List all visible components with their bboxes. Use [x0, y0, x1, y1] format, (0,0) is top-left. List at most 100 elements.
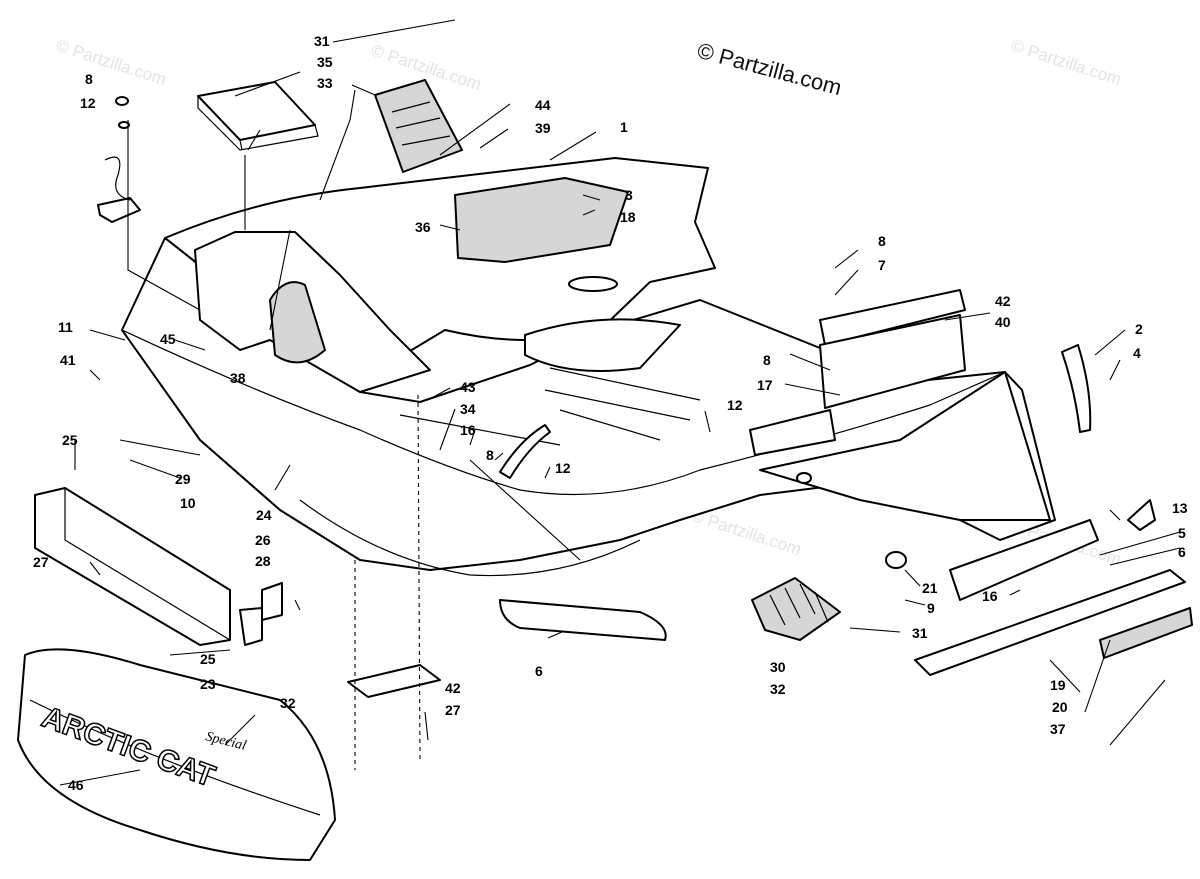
nose-cone: [17, 648, 336, 861]
oval-opening: [568, 276, 618, 292]
nose-cone-seam: [29, 699, 321, 816]
callout-5: 5: [1178, 525, 1186, 541]
callout-11: 11: [58, 319, 73, 335]
grommet: [885, 551, 907, 569]
callout-16: 16: [982, 588, 998, 604]
callout-39: 38: [230, 370, 246, 386]
callout-3: 4: [1133, 345, 1141, 361]
callout-27: 27: [445, 702, 461, 718]
callout-23: 25: [62, 432, 78, 448]
callout-31b: 31: [912, 625, 928, 641]
callout-31: 31: [314, 33, 330, 49]
hood-assembly: [121, 157, 1056, 577]
callout-2: 2: [1135, 321, 1143, 337]
callout-6b: 6: [535, 663, 543, 679]
handle: [499, 424, 551, 479]
callout-15: 17: [757, 377, 773, 393]
callout-10: 10: [180, 495, 196, 511]
callout-7: 7: [878, 257, 886, 273]
floor-lines: [399, 367, 701, 446]
rail-7: [819, 289, 966, 346]
light-bar: [914, 569, 1186, 676]
hole: [796, 472, 812, 484]
dash-cutout: [524, 318, 681, 372]
callout-8d: 8: [486, 447, 494, 463]
corner-bracket: [1127, 499, 1156, 531]
callout-37: 39: [535, 120, 551, 136]
bumper-edge: [64, 488, 231, 641]
callout-14: 16: [460, 422, 476, 438]
callout-35b: 36: [415, 219, 431, 235]
callout-8: 8: [85, 71, 93, 87]
callout-18: 19: [1050, 677, 1066, 693]
callout-12: 12: [80, 95, 96, 111]
callout-9: 9: [927, 600, 935, 616]
callout-45: 45: [160, 331, 176, 347]
intake-boot: [374, 79, 463, 173]
callout-43: 42: [995, 293, 1011, 309]
corner-trim: [1061, 344, 1092, 433]
vent-cap: [197, 81, 316, 141]
bracket-spring: [104, 156, 131, 201]
callout-19: 20: [1052, 699, 1068, 715]
callout-40: 41: [60, 352, 76, 368]
nut: [115, 96, 129, 106]
callout-25: 26: [255, 532, 271, 548]
leader-lines: [59, 19, 1181, 786]
callout-36: 37: [1050, 721, 1066, 737]
callout-12b: 12: [727, 397, 743, 413]
callout-28: 29: [175, 471, 191, 487]
callout-26: 28: [255, 553, 271, 569]
callout-4: 3: [625, 187, 633, 203]
skid-plate: [347, 664, 441, 698]
callout-1: 1: [620, 119, 628, 135]
side-rail: [949, 519, 1099, 601]
callout-25b: 27: [33, 554, 49, 570]
callout-8c: 8: [763, 352, 771, 368]
callout-46: 46: [68, 777, 84, 793]
front-vent: [454, 177, 629, 263]
callout-44: 44: [535, 97, 551, 113]
console-duct: [269, 281, 326, 364]
callout-32: 32: [280, 695, 296, 711]
watermark: © Partzilla.com: [689, 506, 804, 559]
vent-cap-edge: [197, 96, 319, 151]
callout-13: 13: [1172, 500, 1188, 516]
callout-24: 25: [200, 651, 216, 667]
callout-22: 24: [256, 507, 272, 523]
callout-21: 23: [200, 676, 216, 692]
callout-42: 42: [445, 680, 461, 696]
rail-43: [749, 409, 836, 456]
bumper-bar: [34, 487, 231, 646]
callout-33: 33: [317, 75, 333, 91]
callout-8b: 8: [878, 233, 886, 249]
rail-15: [819, 314, 966, 409]
callout-29: 30: [770, 659, 786, 675]
reflector: [1099, 607, 1193, 659]
latch: [239, 607, 263, 646]
watermark: © Partzilla.com: [54, 36, 169, 89]
callout-35: 35: [317, 54, 333, 70]
callout-20: 21: [922, 580, 938, 596]
hinge: [261, 582, 283, 621]
bellows-folds: [769, 583, 829, 626]
watermark: © Partzilla.com: [1009, 36, 1124, 89]
intake-ribs: [391, 101, 451, 146]
callout-17: 18: [620, 209, 636, 225]
callout-12c: 12: [555, 460, 571, 476]
callout-38: 40: [995, 314, 1011, 330]
right-side-panel: [759, 371, 1051, 521]
loose-parts: ARCTIC CAT Special: [17, 79, 1193, 861]
callout-6: 6: [1178, 544, 1186, 560]
callout-34: 34: [460, 401, 476, 417]
copyright-text: © Partzilla.com: [695, 38, 845, 101]
washer: [118, 121, 130, 129]
callout-41: 43: [460, 379, 476, 395]
trim-piece: [499, 599, 667, 641]
callout-30: 32: [770, 681, 786, 697]
nose-lower: [299, 499, 641, 577]
callout-labels: 31 35 33 8 12 44 39 1 3 18 36 8 7 42 40 …: [33, 33, 1188, 793]
guide-lines: [354, 394, 421, 770]
mount-bracket: [97, 197, 141, 223]
